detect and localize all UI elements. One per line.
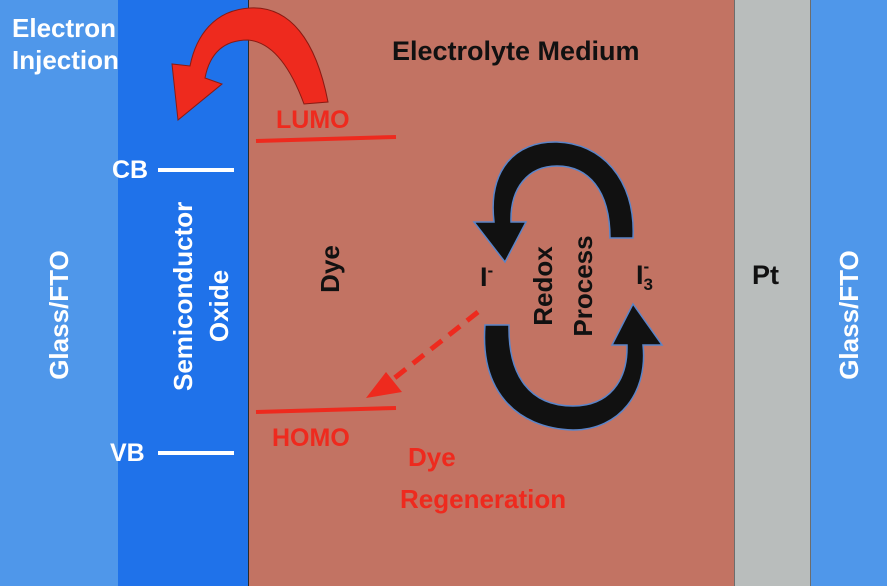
triiodide-label: I-3 [636,258,658,293]
semiconductor-oxide-label: Semiconductor Oxide [165,201,237,391]
homo-level-line [255,406,397,414]
semiconductor-label-line1: Semiconductor [168,201,198,391]
redox-label-line1: Redox [528,246,558,326]
dye-regeneration-line2: Regeneration [400,484,567,514]
glass-fto-left-label: Glass/FTO [44,250,74,380]
lumo-label: LUMO [276,106,350,134]
glass-fto-right-label: Glass/FTO [834,250,864,380]
lumo-level-line [255,135,397,143]
triiodide-superscript: - [643,257,650,276]
homo-label: HOMO [272,424,350,452]
dye-regeneration-arrow-head [366,372,402,398]
electron-injection-arrow [171,7,329,121]
redox-lower-arrow [483,302,664,431]
glass-fto-right-layer [811,0,887,586]
dye-regeneration-arrow-shaft [390,310,480,382]
cb-label: CB [112,156,149,184]
glass-fto-left-layer [0,0,118,586]
dye-label: Dye [315,245,345,293]
electrolyte-layer [248,0,734,586]
iodide-base: I [480,262,488,292]
triiodide-subscript: 3 [643,275,653,294]
iodide-superscript: - [487,261,494,280]
electron-injection-label: Electron Injection [12,12,119,76]
redox-process-label: Redox Process [523,226,603,346]
iodide-label: I- [480,262,493,291]
dye-regeneration-label: Dye Regeneration [400,436,566,520]
electrolyte-medium-title: Electrolyte Medium [392,36,640,66]
pt-label: Pt [752,260,779,290]
semiconductor-label-line2: Oxide [204,269,234,343]
electron-injection-line1: Electron [12,13,117,43]
dye-regeneration-line1: Dye [408,442,456,472]
electron-injection-line2: Injection [12,45,119,75]
redox-label-line2: Process [568,235,598,337]
vb-label: VB [110,439,145,467]
platinum-layer [734,0,811,586]
redox-upper-arrow [472,141,634,264]
triiodide-base: I [636,260,644,290]
